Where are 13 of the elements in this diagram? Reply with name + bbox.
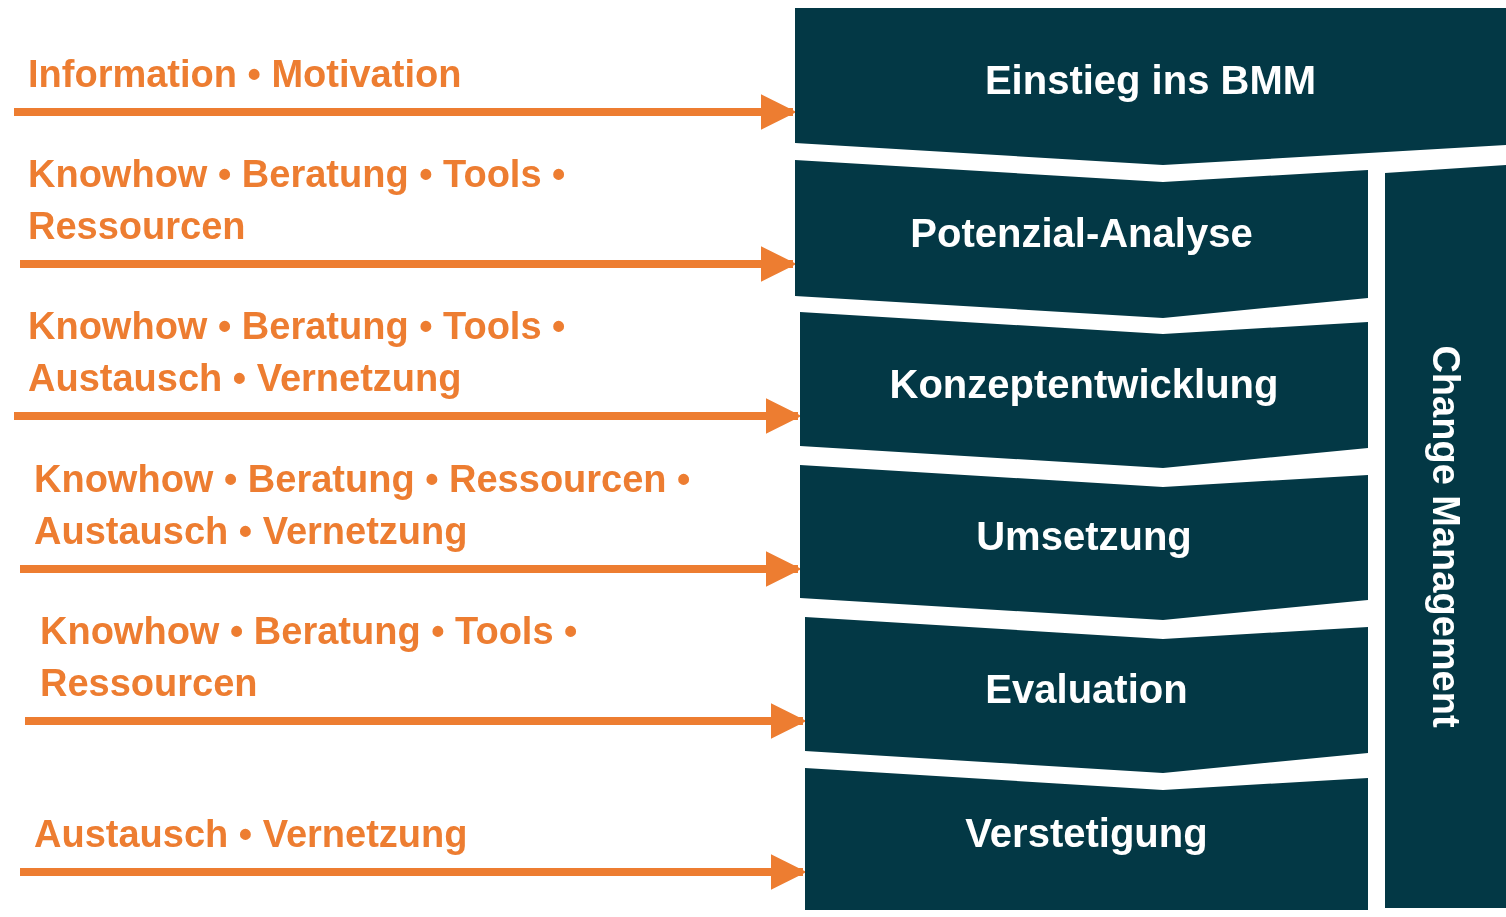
step-label: Umsetzung (976, 514, 1192, 559)
edge-label: Information • Motivation (28, 52, 463, 97)
step-label: Konzeptentwicklung (889, 361, 1279, 407)
edge-label: Knowhow • Beratung • Ressourcen • Austausch • Vernetzung (34, 457, 692, 554)
step-label: Evaluation (985, 666, 1188, 712)
step-label: Einstieg ins BMM (984, 58, 1317, 103)
step-label: Verstetigung (965, 810, 1208, 856)
edge-label: Knowhow • Beratung • Tools • Ressourcen (28, 152, 567, 249)
band-label: Change Management (1424, 345, 1467, 728)
edge-label: Knowhow • Beratung • Tools • Austausch • Vernetzung (28, 304, 567, 401)
step-label: Potenzial-Analyse (910, 210, 1253, 256)
edge-label: Knowhow • Beratung • Tools • Ressourcen (40, 609, 579, 706)
edge-label: Austausch • Vernetzung (34, 812, 469, 857)
